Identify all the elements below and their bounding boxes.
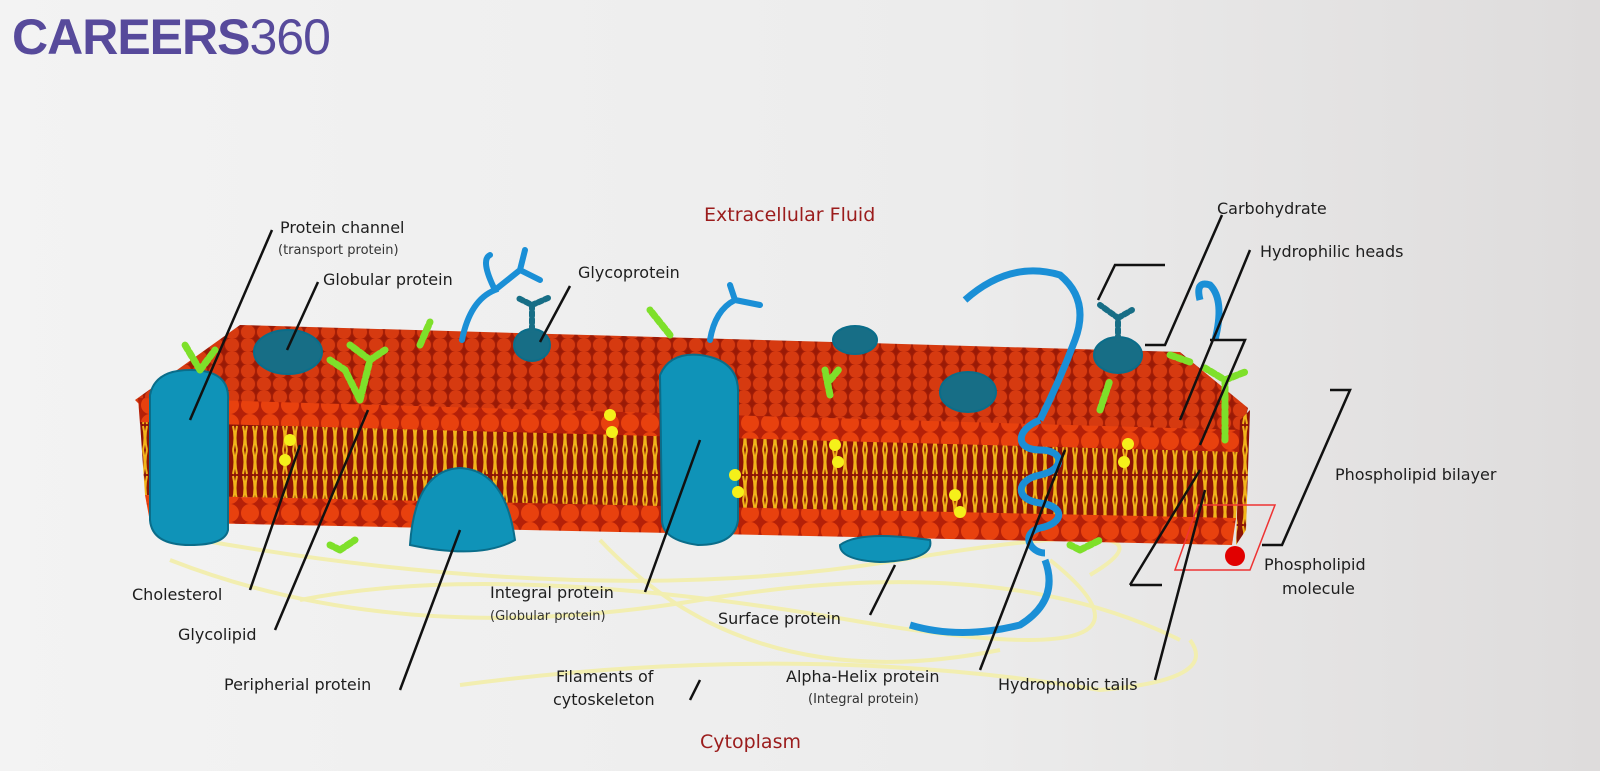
- phospholipid-molecule-box: [1173, 504, 1277, 571]
- cytoskeleton-filaments: [169, 536, 1198, 693]
- globular-protein-label: Globular protein: [323, 270, 453, 289]
- extracellular-fluid-label: Extracellular Fluid: [704, 204, 875, 226]
- proteins: [149, 325, 1143, 564]
- protein-channel: [149, 368, 230, 547]
- glycoprotein-label: Glycoprotein: [578, 263, 680, 282]
- hydrophobic-tails-label: Hydrophobic tails: [998, 675, 1138, 694]
- filaments-label-1: Filaments of: [556, 667, 654, 686]
- cholesterol-molecules: [279, 409, 1134, 518]
- carbohydrate-label: Carbohydrate: [1217, 199, 1327, 218]
- cytoplasm-label: Cytoplasm: [700, 731, 801, 753]
- phospholipid-bilayer-label: Phospholipid bilayer: [1335, 465, 1497, 484]
- peripheral-protein-label: Peripherial protein: [224, 675, 371, 694]
- globular-protein: [253, 329, 323, 375]
- leader-lines: [188, 214, 1352, 701]
- glycolipid-label: Glycolipid: [178, 625, 257, 644]
- cholesterol-label: Cholesterol: [132, 585, 222, 604]
- protein-channel-label: Protein channel: [280, 218, 404, 237]
- protein-channel-sublabel: (transport protein): [278, 243, 399, 258]
- logo-light: 360: [249, 9, 330, 65]
- alpha-helix-protein: [908, 267, 1223, 636]
- phospholipid-molecule-label-2: molecule: [1282, 579, 1355, 598]
- careers360-logo: CAREERS360: [12, 8, 331, 66]
- logo-bold: CAREERS: [12, 9, 250, 65]
- phospholipid-molecule-label-1: Phospholipid: [1264, 555, 1366, 574]
- surface-protein-label: Surface protein: [718, 609, 841, 628]
- phospholipid-head: [1225, 546, 1245, 566]
- hydrophilic-heads-label: Hydrophilic heads: [1260, 242, 1403, 261]
- integral-protein-label: Integral protein: [490, 583, 614, 602]
- peripheral-protein: [408, 466, 517, 553]
- alpha-helix-sublabel: (Integral protein): [808, 692, 919, 707]
- integral-protein-sublabel: (Globular protein): [490, 609, 606, 624]
- alpha-helix-label: Alpha-Helix protein: [786, 667, 939, 686]
- surface-protein: [838, 535, 932, 564]
- filaments-label-2: cytoskeleton: [553, 690, 655, 709]
